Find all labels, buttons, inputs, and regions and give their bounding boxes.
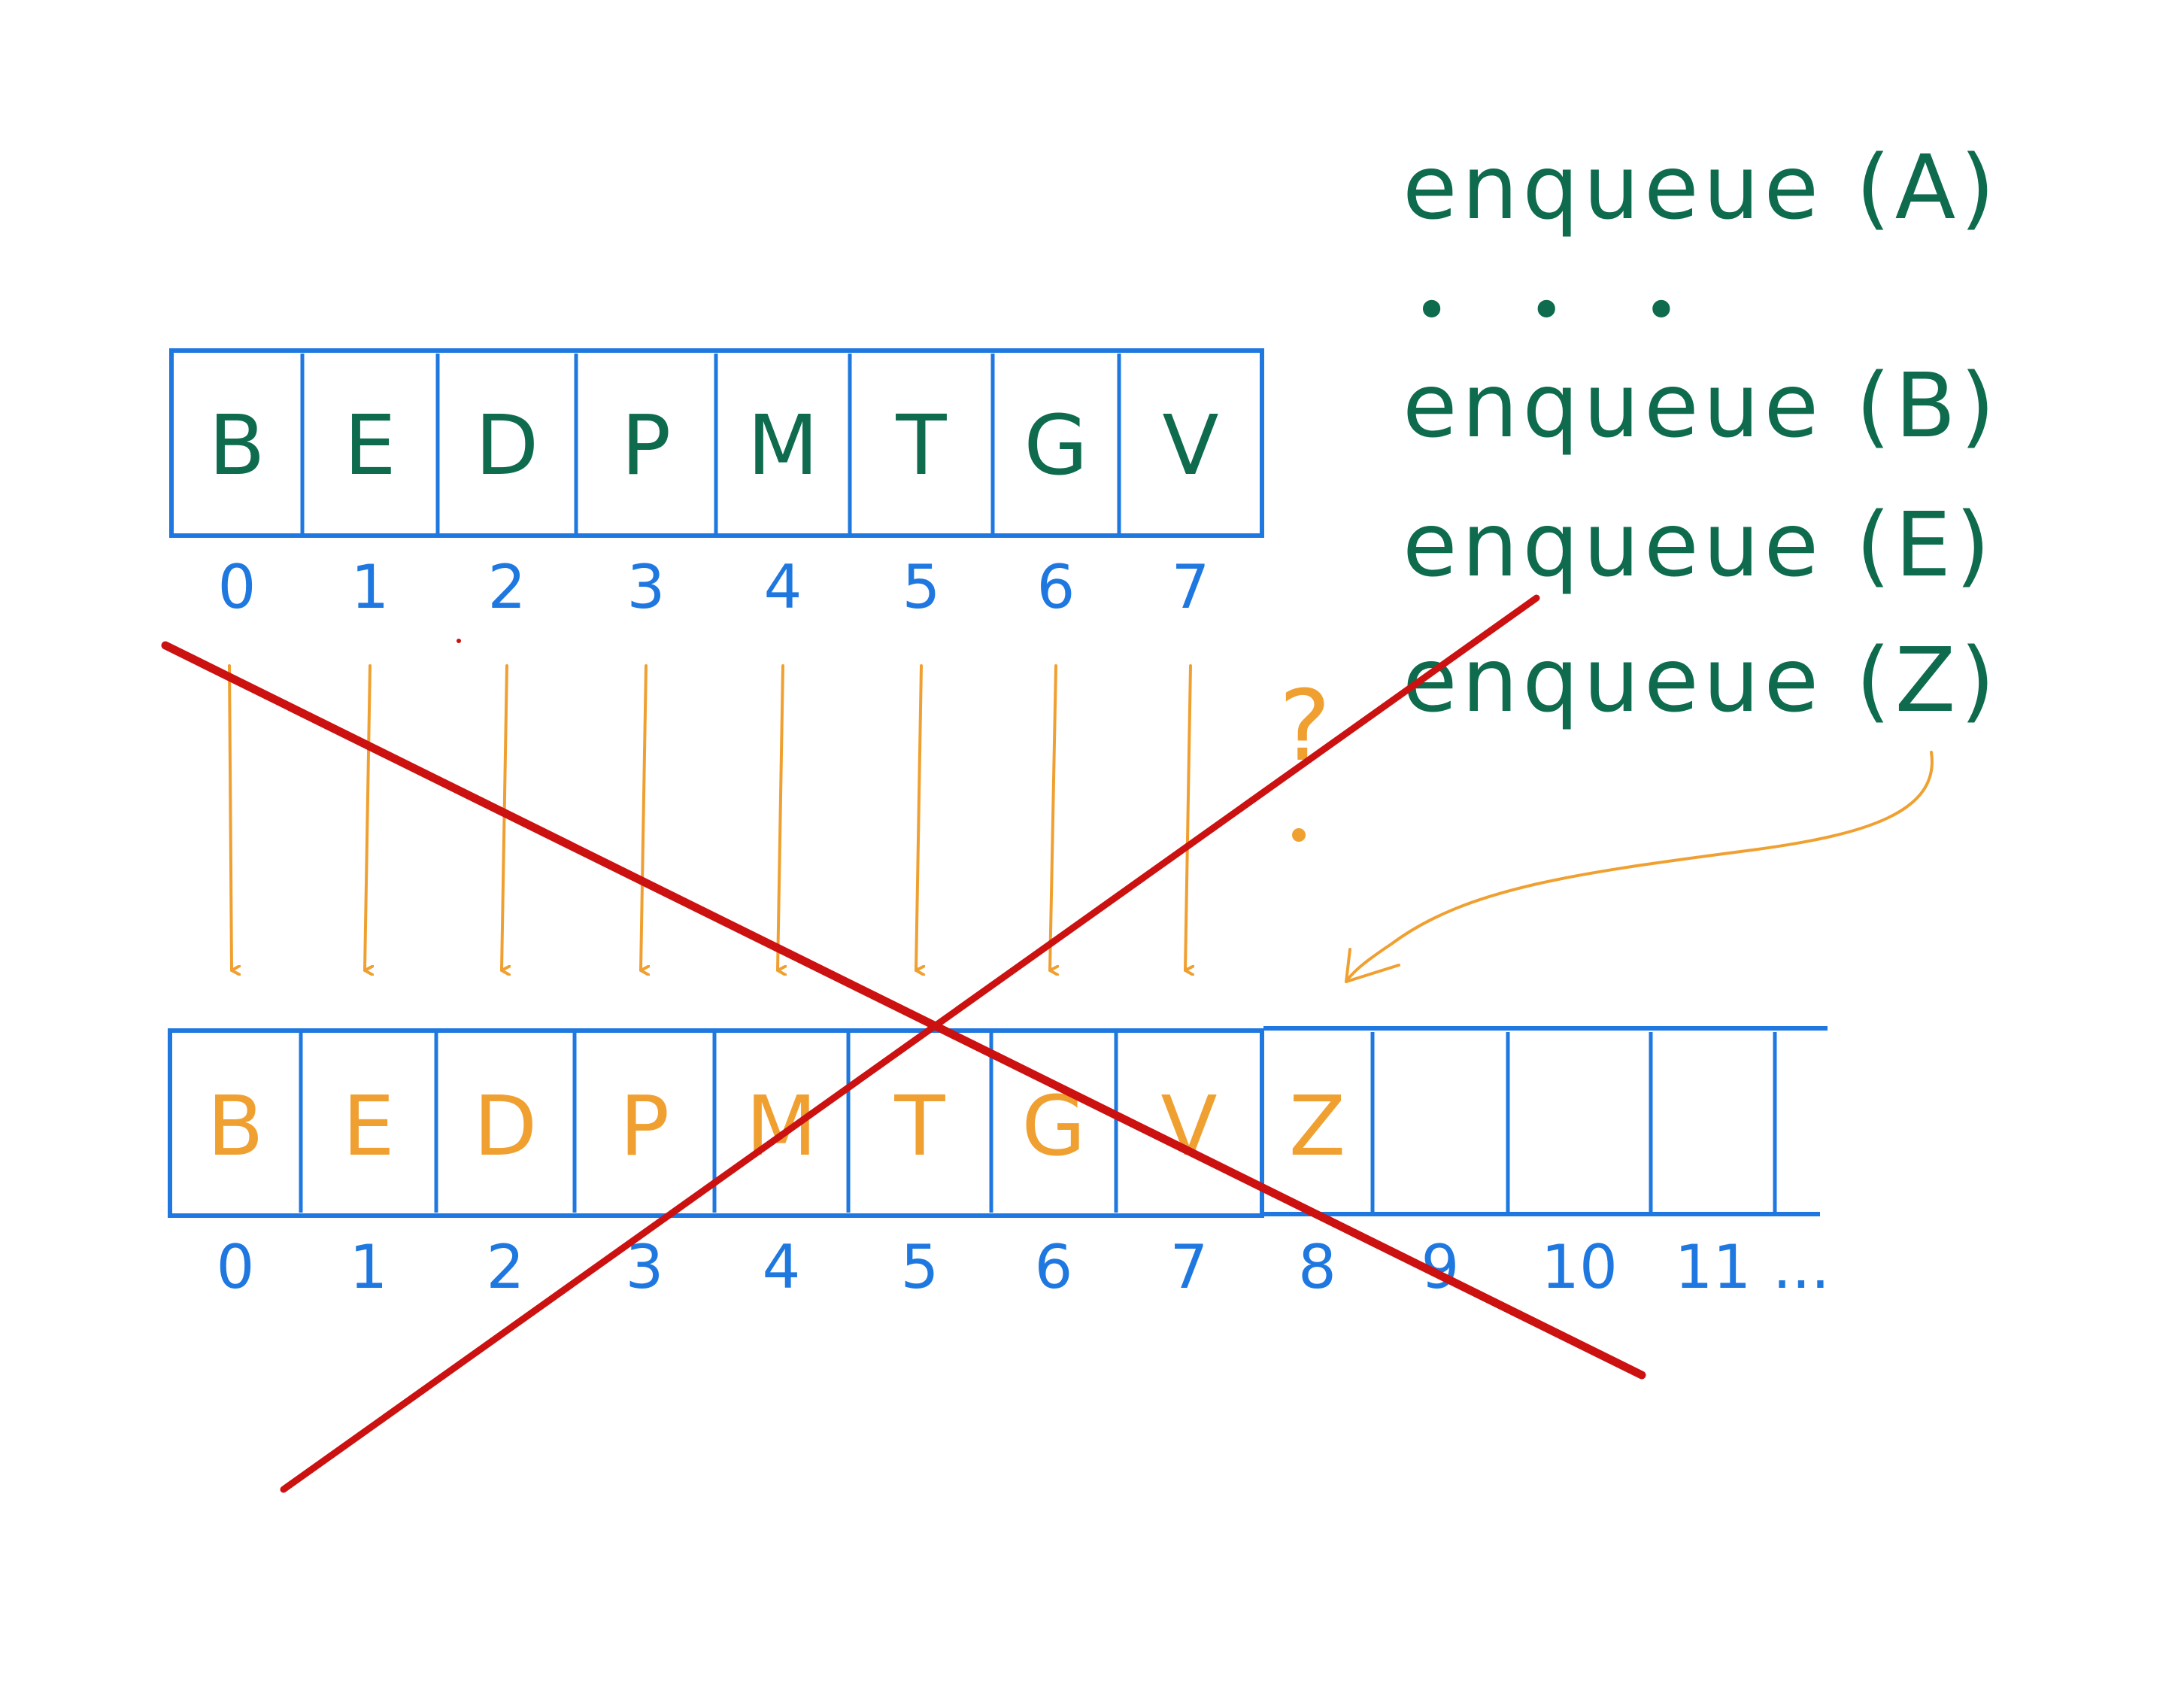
top-cell-1: E [344,397,396,493]
enqueue-z-arrow [1345,751,1934,983]
bottom-index-0: 0 [217,1232,255,1302]
top-cell-3: P [621,397,671,493]
copy-arrow-4 [776,664,783,970]
top-cell-5: T [895,397,947,493]
top-index-2: 2 [488,552,526,622]
copy-arrow-7 [1184,664,1191,970]
stray-red-dot [457,639,461,643]
bottom-index-8: 8 [1298,1232,1336,1302]
bottom-cell-5: T [893,1078,945,1174]
bottom-cell-8: Z [1289,1078,1345,1174]
operation-0: enqueue (A) [1403,135,1999,239]
copy-arrow-2 [500,664,507,970]
bottom-index-4: 4 [763,1232,801,1302]
copy-arrow-0 [228,664,232,970]
bottom-index-6: 6 [1035,1232,1073,1302]
operation-1: enqueue (B) [1403,354,2000,457]
top-cell-4: M [748,397,819,493]
cross-line-2 [280,594,1540,1493]
question-dot [1292,828,1306,842]
bottom-index-5: 5 [901,1232,939,1302]
copy-arrow-6 [1048,664,1056,970]
top-index-3: 3 [627,552,666,622]
top-index-1: 1 [351,552,390,622]
bottom-index-2: 2 [487,1232,525,1302]
bottom-index-10: 10 [1541,1232,1618,1302]
operation-2: enqueue (E) [1403,493,1994,597]
top-cell-2: D [475,397,539,493]
cross-line-1 [161,641,1646,1380]
copy-arrow-3 [639,664,646,970]
bottom-cell-2: D [474,1078,538,1174]
bottom-index-1: 1 [350,1232,388,1302]
top-index-5: 5 [902,552,941,622]
bottom-index-7: 7 [1170,1232,1209,1302]
bottom-cell-3: P [620,1078,669,1174]
operations-ellipsis: • • • [1414,275,1709,345]
top-cell-0: B [208,397,265,493]
top-array-frame [169,348,1264,538]
top-index-0: 0 [218,552,256,622]
operations-list: enqueue (A) enqueue (B) enqueue (E) enqueue… [1403,135,2000,732]
bottom-array-extension [1263,1026,1828,1216]
copy-arrows [228,664,1191,970]
copy-arrow-5 [915,664,921,970]
copy-arrow-1 [363,664,370,970]
top-index-7: 7 [1172,552,1210,622]
bottom-index-12: ... [1773,1232,1830,1302]
bottom-cell-4: M [746,1078,817,1174]
top-cell-6: G [1024,397,1087,493]
bottom-cell-1: E [342,1078,395,1174]
top-index-6: 6 [1037,552,1075,622]
top-cell-7: V [1162,397,1218,493]
bottom-cell-0: B [207,1078,263,1174]
enqueue-z-arrowhead [1345,948,1400,983]
operation-3: enqueue (Z) [1403,628,1999,732]
cross-out-x [161,594,1646,1493]
top-index-4: 4 [764,552,802,622]
bottom-index-11: 11 [1675,1232,1752,1302]
